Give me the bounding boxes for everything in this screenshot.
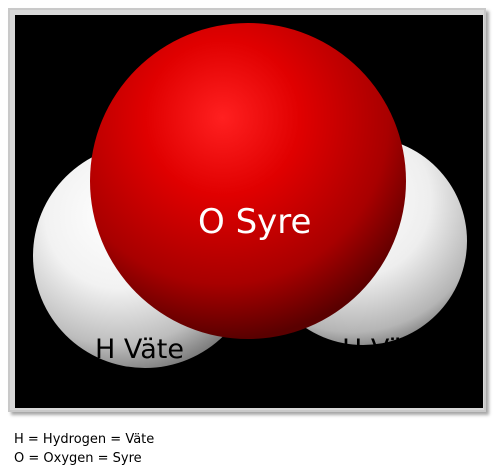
hydrogen-right-label: H Väte [342, 334, 432, 365]
oxygen-atom [90, 23, 406, 339]
legend-hydrogen: H = Hydrogen = Väte [14, 432, 155, 447]
legend-oxygen: O = Oxygen = Syre [14, 451, 142, 466]
molecule-model [33, 23, 467, 368]
oxygen-label: O Syre [198, 202, 312, 242]
water-molecule-figure: O Syre H Väte H Väte [15, 15, 483, 408]
hydrogen-left-label: H Väte [95, 334, 185, 365]
legend-caption: H = Hydrogen = Väte O = Oxygen = Syre [14, 430, 154, 468]
